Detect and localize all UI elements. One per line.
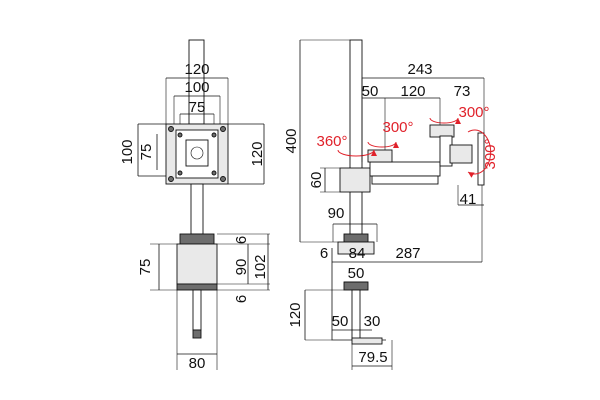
dim-mount-height-outer: 100 [119, 139, 136, 164]
dim-clamp-gap-bottom: 6 [233, 295, 250, 303]
dim-segment-2: 120 [400, 83, 425, 100]
dim-mount-width-inner: 75 [189, 99, 206, 116]
dim-clamp-span: 287 [395, 245, 420, 262]
clamp-screw [192, 289, 202, 331]
clamp-body [176, 243, 218, 285]
dim-clamp-depth: 84 [349, 245, 366, 262]
arm-segment-2 [371, 175, 439, 185]
side-pole [349, 39, 363, 241]
dim-clamp-gap: 6 [320, 245, 328, 262]
screw-hole [220, 126, 226, 132]
side-clamp-top [337, 241, 375, 255]
dim-mount-width-outer: 120 [184, 61, 209, 78]
dim-clamp-thickness: 30 [364, 313, 381, 330]
screw-hole [220, 176, 226, 182]
joint-block [339, 167, 371, 193]
dim-clamp-height-total: 102 [252, 254, 269, 279]
side-clamp-jaw [343, 281, 369, 291]
vesa-hub [190, 146, 204, 160]
clamp-collar [179, 233, 215, 245]
rotation-arm-swivel: 300° [382, 119, 413, 136]
dim-plate-offset: 41 [460, 191, 477, 208]
side-collar [343, 233, 369, 243]
pole-middle [190, 183, 204, 235]
side-vesa-plate [477, 132, 485, 186]
side-clamp-base [351, 337, 383, 345]
tilt-head [449, 144, 473, 164]
front-view: 120 100 75 100 75 120 6 75 90 102 6 80 [119, 39, 270, 372]
dim-mount-height-right: 120 [249, 141, 266, 166]
arm-knob [367, 149, 393, 163]
dim-reach-total: 243 [407, 61, 432, 78]
dim-base-width: 80 [189, 355, 206, 372]
arm-swivel-arc [367, 141, 399, 149]
clamp-foot [176, 283, 218, 291]
head-knob [429, 124, 455, 138]
dim-mount-width-mid: 100 [184, 79, 209, 96]
arm-segment-1 [369, 161, 441, 177]
dim-segment-3: 73 [454, 83, 471, 100]
head-swivel-arc [429, 117, 461, 125]
dim-clamp-height: 75 [137, 259, 154, 276]
vesa-center [185, 139, 209, 167]
screw-hole [168, 126, 174, 132]
tilt-arc [467, 129, 492, 178]
dim-pole-height: 400 [283, 128, 300, 153]
dim-clamp-base: 79.5 [358, 349, 387, 366]
dim-segment-1: 50 [362, 83, 379, 100]
dim-clamp-jaw: 50 [348, 265, 365, 282]
dim-mount-height-inner: 75 [138, 144, 155, 161]
base-swivel-arc [337, 149, 377, 157]
side-view: 243 50 120 73 400 60 90 6 84 287 41 50 1… [283, 39, 499, 370]
screw-hole [211, 170, 217, 176]
screw-hole [177, 132, 183, 138]
dim-collar-width: 90 [328, 205, 345, 222]
dim-joint-height: 60 [308, 172, 325, 189]
dim-clamp-height-inner: 90 [233, 259, 250, 276]
screw-hole [211, 132, 217, 138]
dim-clamp-inner: 50 [332, 313, 349, 330]
rotation-head-swivel: 300° [458, 104, 489, 121]
dim-clamp-range: 120 [287, 302, 304, 327]
screw-hole [177, 170, 183, 176]
screw-hole [168, 176, 174, 182]
rotation-base-swivel: 360° [316, 133, 347, 150]
clamp-knob [192, 329, 202, 339]
rotation-tilt: 300° [482, 138, 499, 169]
side-clamp-screw [351, 289, 361, 341]
dim-clamp-gap-top: 6 [233, 236, 250, 244]
